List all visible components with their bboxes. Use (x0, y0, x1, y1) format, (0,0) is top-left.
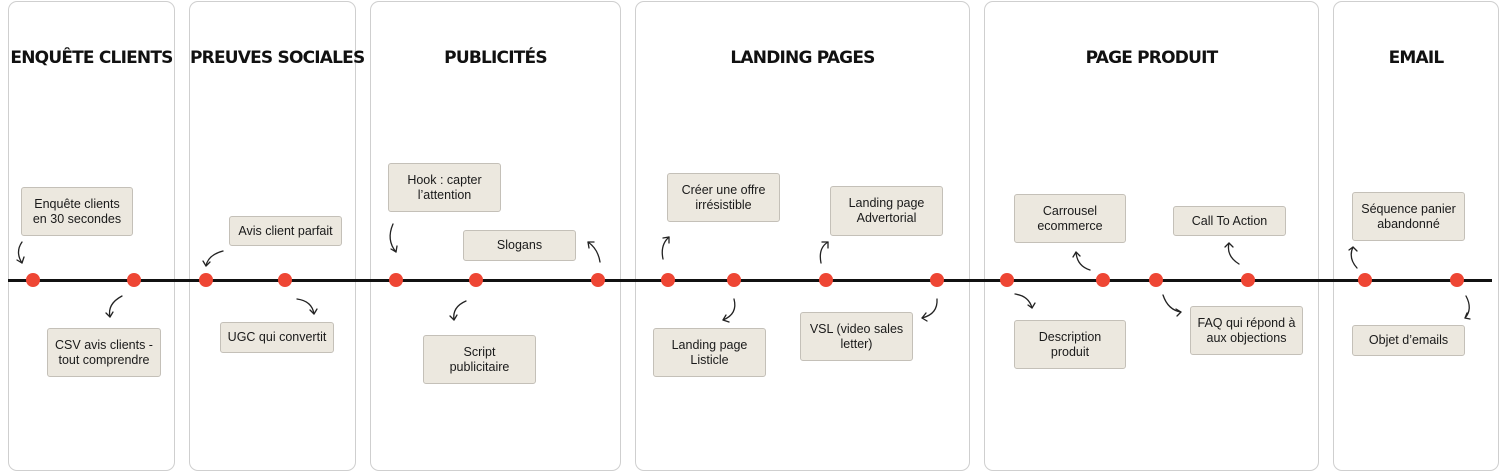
card-description-produit[interactable]: Description produit (1014, 320, 1126, 369)
timeline-dot[interactable] (1358, 273, 1372, 287)
card-faq-objections[interactable]: FAQ qui répond à aux objections (1190, 306, 1303, 355)
timeline-dot[interactable] (661, 273, 675, 287)
card-hook[interactable]: Hook : capter l’attention (388, 163, 501, 212)
timeline-dot[interactable] (591, 273, 605, 287)
column-title: EMAIL (1388, 48, 1445, 68)
timeline-dot[interactable] (1149, 273, 1163, 287)
timeline-dot[interactable] (1000, 273, 1014, 287)
timeline-dot[interactable] (1096, 273, 1110, 287)
timeline-dot[interactable] (199, 273, 213, 287)
column-publicites: PUBLICITÉS (370, 1, 621, 471)
card-sequence-panier[interactable]: Séquence panier abandonné (1352, 192, 1465, 241)
column-title: PREUVES SOCIALES (190, 48, 365, 68)
card-enquete-clients[interactable]: Enquête clients en 30 secondes (21, 187, 133, 236)
card-creer-offre[interactable]: Créer une offre irrésistible (667, 173, 780, 222)
card-landing-listicle[interactable]: Landing page Listicle (653, 328, 766, 377)
card-vsl[interactable]: VSL (video sales letter) (800, 312, 913, 361)
card-call-to-action[interactable]: Call To Action (1173, 206, 1286, 236)
card-carrousel[interactable]: Carrousel ecommerce (1014, 194, 1126, 243)
card-csv-avis-clients[interactable]: CSV avis clients - tout comprendre (47, 328, 161, 377)
column-landing-pages: LANDING PAGES (635, 1, 970, 471)
timeline-dot[interactable] (727, 273, 741, 287)
timeline-dot[interactable] (1450, 273, 1464, 287)
card-landing-advertorial[interactable]: Landing page Advertorial (830, 186, 943, 236)
timeline-dot[interactable] (819, 273, 833, 287)
column-title: LANDING PAGES (730, 48, 875, 68)
timeline-dot[interactable] (1241, 273, 1255, 287)
timeline-line (8, 279, 1492, 282)
card-ugc[interactable]: UGC qui convertit (220, 322, 334, 353)
card-script-publicitaire[interactable]: Script publicitaire (423, 335, 536, 384)
timeline-dot[interactable] (389, 273, 403, 287)
column-title: PAGE PRODUIT (1085, 48, 1219, 68)
column-enquete-clients: ENQUÊTE CLIENTS (8, 1, 175, 471)
timeline-dot[interactable] (930, 273, 944, 287)
timeline-dot[interactable] (278, 273, 292, 287)
timeline-dot[interactable] (127, 273, 141, 287)
card-slogans[interactable]: Slogans (463, 230, 576, 261)
column-title: ENQUÊTE CLIENTS (10, 48, 173, 68)
timeline-dot[interactable] (26, 273, 40, 287)
column-title: PUBLICITÉS (444, 48, 547, 68)
card-objet-emails[interactable]: Objet d’emails (1352, 325, 1465, 356)
card-avis-client-parfait[interactable]: Avis client parfait (229, 216, 342, 246)
timeline-dot[interactable] (469, 273, 483, 287)
